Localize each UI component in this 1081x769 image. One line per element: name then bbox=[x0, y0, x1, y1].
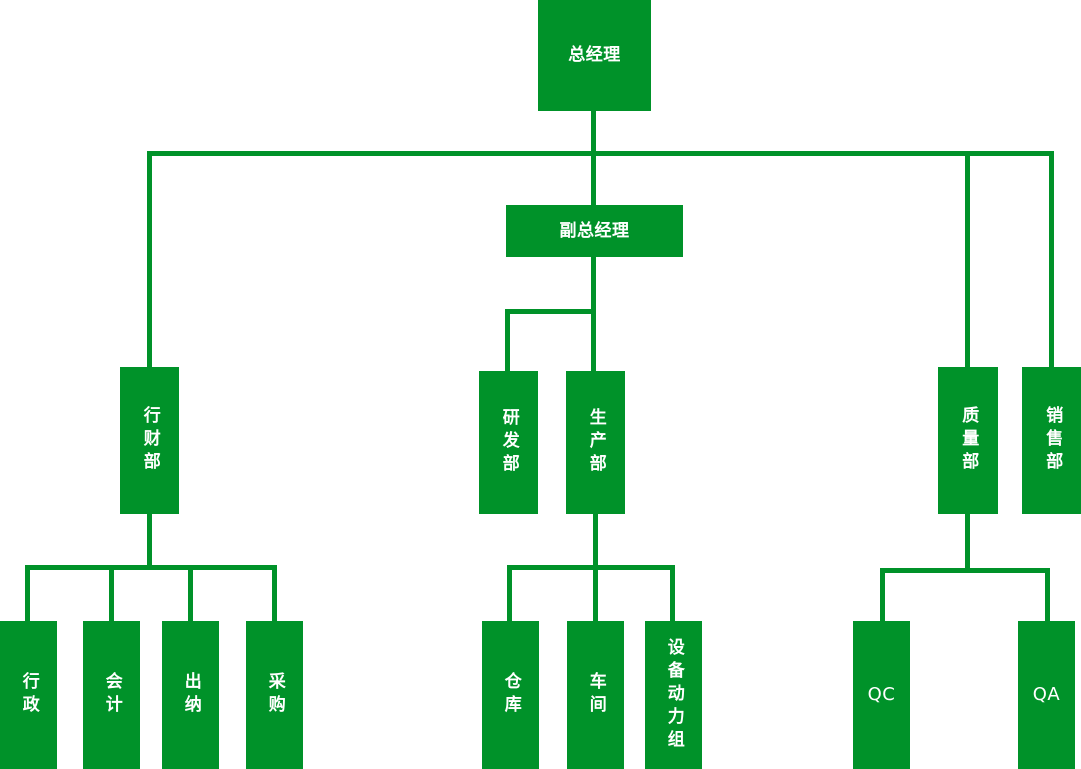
node-rnd-dept[interactable]: 研发部 bbox=[479, 371, 538, 514]
node-quality-dept[interactable]: 质量部 bbox=[938, 367, 998, 514]
connector-drop-admin bbox=[25, 565, 30, 623]
connector-level1-bus bbox=[147, 151, 1054, 156]
node-qc[interactable]: QC bbox=[853, 621, 910, 769]
node-workshop[interactable]: 车间 bbox=[567, 621, 624, 769]
connector-drop-warehouse bbox=[507, 565, 512, 623]
connector-prod-bus bbox=[507, 565, 675, 570]
connector-drop-quality bbox=[965, 151, 970, 367]
connector-gm-stem bbox=[591, 110, 596, 155]
connector-drop-account bbox=[109, 565, 114, 623]
node-equipment-power-group[interactable]: 设备动力组 bbox=[645, 621, 702, 769]
node-deputy-general-manager[interactable]: 副总经理 bbox=[506, 205, 683, 257]
connector-drop-qa bbox=[1045, 568, 1050, 623]
connector-quality-bus bbox=[880, 568, 1050, 573]
node-admin-finance-dept[interactable]: 行财部 bbox=[120, 367, 179, 514]
node-accounting[interactable]: 会计 bbox=[83, 621, 140, 769]
node-production-dept[interactable]: 生产部 bbox=[566, 371, 625, 514]
connector-drop-cashier bbox=[188, 565, 193, 623]
connector-drop-sales bbox=[1049, 151, 1054, 367]
node-cashier[interactable]: 出纳 bbox=[162, 621, 219, 769]
connector-drop-purchase bbox=[272, 565, 277, 623]
node-sales-dept[interactable]: 销售部 bbox=[1022, 367, 1081, 514]
connector-quality-stem bbox=[965, 513, 970, 571]
connector-drop-equipment bbox=[670, 565, 675, 623]
connector-prod-stem bbox=[593, 513, 598, 569]
connector-admin-fin-stem bbox=[147, 513, 152, 569]
connector-deputy-rnd-bus bbox=[505, 309, 596, 314]
connector-admin-fin-bus bbox=[25, 565, 277, 570]
connector-drop-qc bbox=[880, 568, 885, 623]
connector-drop-admin-fin bbox=[147, 151, 152, 367]
node-warehouse[interactable]: 仓库 bbox=[482, 621, 539, 769]
node-general-manager[interactable]: 总经理 bbox=[538, 0, 651, 111]
connector-drop-rnd bbox=[505, 309, 510, 371]
connector-drop-deputy bbox=[591, 151, 596, 205]
connector-drop-workshop bbox=[593, 565, 598, 623]
node-qa[interactable]: QA bbox=[1018, 621, 1075, 769]
node-administration[interactable]: 行政 bbox=[0, 621, 57, 769]
node-purchasing[interactable]: 采购 bbox=[246, 621, 303, 769]
